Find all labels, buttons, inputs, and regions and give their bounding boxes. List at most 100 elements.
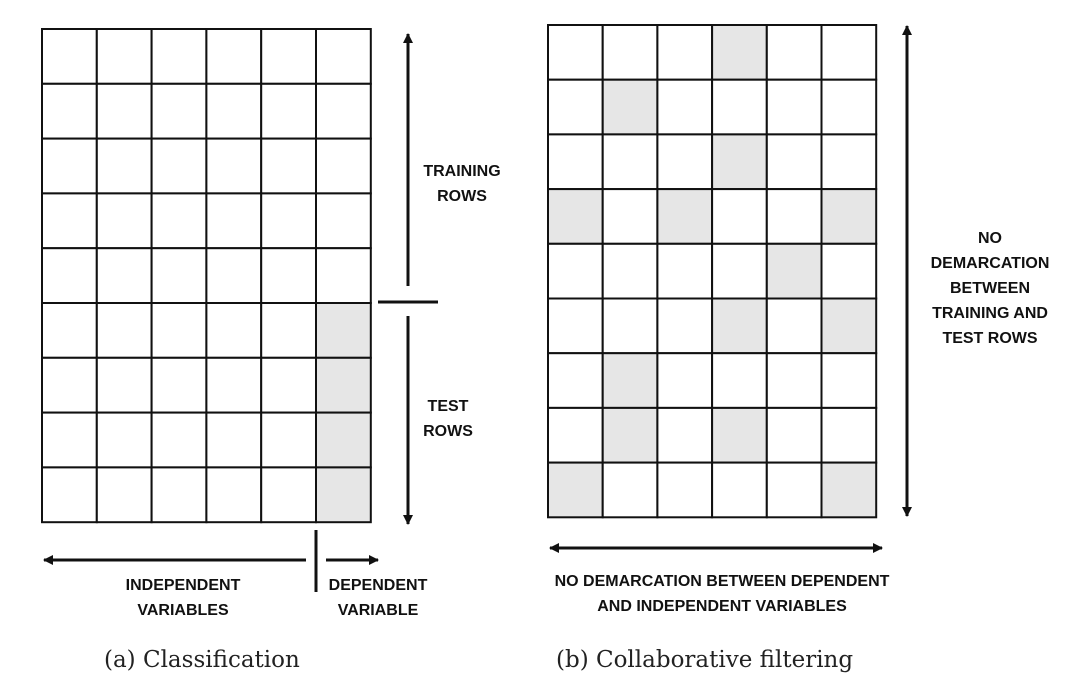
cf-grid-cell: [765, 461, 823, 519]
cf-grid-cell: [656, 461, 714, 519]
cf-grid-cell: [820, 242, 878, 300]
classification-grid-cell: [150, 82, 208, 140]
classification-grid-cell: [41, 302, 98, 359]
classification-grid-cell: [95, 28, 153, 85]
classification-grid-cell: [41, 192, 98, 250]
cf-grid-cell: [820, 24, 878, 81]
cf-grid-cell: [656, 406, 714, 464]
classification-grid-cell: [41, 28, 98, 85]
cf-grid-shaded-cell: [820, 188, 878, 245]
classification-grid-cell: [205, 302, 263, 359]
classification-grid-cell: [260, 28, 318, 85]
caption-classification: (a) Classification: [104, 647, 300, 673]
cf-grid-cell: [656, 78, 714, 136]
classification-grid-cell: [205, 28, 263, 85]
cf-grid-shaded-cell: [547, 461, 604, 519]
classification-grid-cell: [41, 137, 98, 195]
classification-grid-cell: [260, 82, 318, 140]
cf-grid-cell: [601, 188, 659, 245]
classification-grid-cell: [260, 466, 318, 524]
classification-grid-cell: [150, 411, 208, 469]
cf-grid-cell: [656, 352, 714, 409]
classification-grid-cell: [95, 137, 153, 195]
cf-grid-shaded-cell: [547, 188, 604, 245]
cf-grid-cell: [601, 297, 659, 355]
cf-grid-cell: [765, 352, 823, 409]
classification-grid-cell: [95, 356, 153, 414]
independent-variables-label-line: VARIABLES: [137, 602, 229, 619]
classification-grid-cell: [260, 302, 318, 359]
classification-grid-cell: [150, 192, 208, 250]
classification-grid-cell: [41, 82, 98, 140]
classification-grid-cell: [150, 137, 208, 195]
cf-grid-shaded-cell: [765, 242, 823, 300]
cf-grid-cell: [765, 24, 823, 81]
classification-grid-cell: [150, 28, 208, 85]
no-demarcation-rows-label-line: NO: [978, 230, 1002, 247]
cf-grid-cell: [601, 24, 659, 81]
cf-grid-cell: [711, 352, 768, 409]
cf-grid-cell: [820, 133, 878, 191]
cf-grid-shaded-cell: [820, 461, 878, 519]
classification-grid-cell: [260, 356, 318, 414]
classification-grid-cell: [205, 411, 263, 469]
cf-grid-shaded-cell: [711, 24, 768, 81]
classification-grid-cell: [315, 137, 372, 195]
classification-grid-cell: [41, 466, 98, 524]
independent-variables-label-line: INDEPENDENT: [125, 577, 241, 594]
classification-grid-cell: [41, 356, 98, 414]
cf-grid-cell: [547, 297, 604, 355]
classification-grid-cell: [95, 247, 153, 304]
cf-grid-cell: [711, 78, 768, 136]
classification-grid-cell: [41, 247, 98, 304]
classification-grid-cell: [95, 82, 153, 140]
caption-collaborative-filtering: (b) Collaborative filtering: [556, 647, 854, 673]
classification-grid-cell: [95, 411, 153, 469]
cf-grid-cell: [820, 352, 878, 409]
cf-grid-cell: [656, 297, 714, 355]
cf-grid-cell: [711, 188, 768, 245]
cf-grid-shaded-cell: [820, 297, 878, 355]
cf-grid-cell: [820, 78, 878, 136]
classification-grid-cell: [315, 192, 372, 250]
cf-grid-cell: [711, 242, 768, 300]
dependent-variable-label-line: VARIABLE: [337, 602, 419, 619]
no-demarcation-variables-label-line: NO DEMARCATION BETWEEN DEPENDENT: [554, 573, 890, 590]
classification-grid-cell: [315, 82, 372, 140]
dependent-variable-label: DEPENDENT VARIABLE: [318, 573, 438, 623]
classification-grid-cell: [260, 247, 318, 304]
training-rows-label: TRAINING ROWS: [402, 159, 522, 209]
training-rows-label-line: TRAINING: [423, 163, 501, 180]
classification-grid-shaded-cell: [315, 356, 372, 414]
classification-grid-cell: [150, 466, 208, 524]
classification-grid-cell: [205, 82, 263, 140]
classification-grid-cell: [150, 356, 208, 414]
cf-grid-shaded-cell: [656, 188, 714, 245]
no-demarcation-rows-label-line: DEMARCATION: [930, 255, 1050, 272]
classification-grid-cell: [260, 192, 318, 250]
classification-grid-cell: [150, 247, 208, 304]
cf-grid-cell: [656, 133, 714, 191]
cf-grid-cell: [711, 461, 768, 519]
classification-grid: [41, 28, 372, 524]
classification-grid-cell: [205, 466, 263, 524]
cf-grid-cell: [547, 133, 604, 191]
cf-grid-cell: [765, 297, 823, 355]
no-demarcation-rows-label-line: BETWEEN: [950, 280, 1030, 297]
test-rows-label-line: ROWS: [423, 423, 473, 440]
cf-grid-shaded-cell: [711, 406, 768, 464]
dependent-variable-label-line: DEPENDENT: [328, 577, 428, 594]
cf-grid-cell: [601, 242, 659, 300]
training-rows-label-line: ROWS: [437, 188, 487, 205]
cf-grid-cell: [601, 133, 659, 191]
cf-grid-shaded-cell: [711, 133, 768, 191]
classification-grid-cell: [315, 247, 372, 304]
cf-grid-cell: [547, 406, 604, 464]
cf-grid-cell: [601, 461, 659, 519]
cf-grid-cell: [765, 78, 823, 136]
cf-grid-shaded-cell: [711, 297, 768, 355]
classification-grid-cell: [95, 192, 153, 250]
no-demarcation-variables-label: NO DEMARCATION BETWEEN DEPENDENT AND IND…: [532, 569, 912, 619]
